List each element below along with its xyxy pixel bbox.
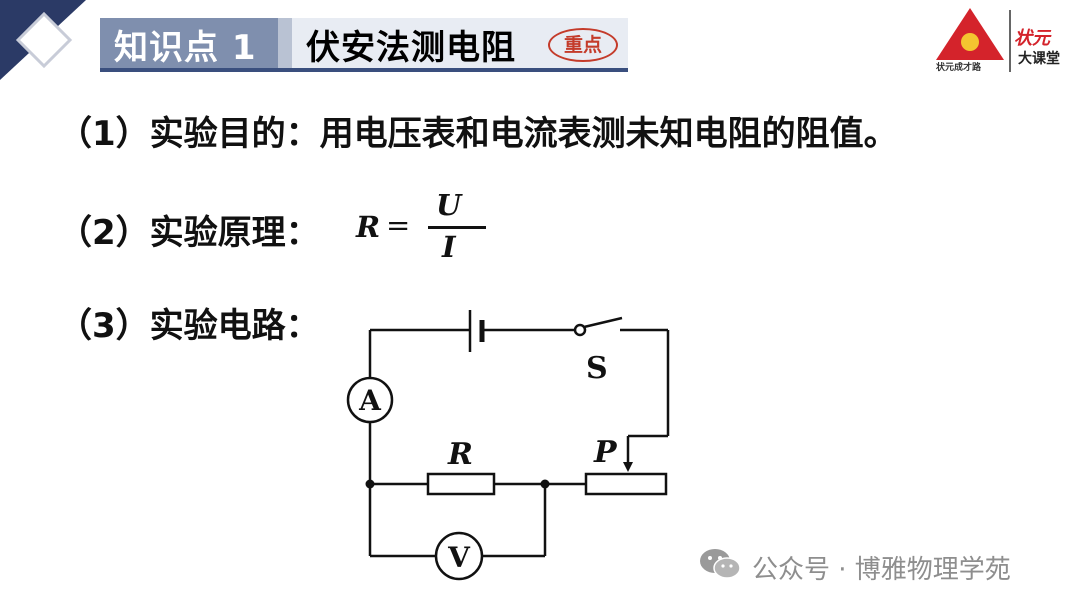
circuit-diagram: S A R P V: [346, 310, 670, 581]
junction-dot: [540, 479, 550, 489]
title-label-band: [100, 18, 278, 68]
resistor-icon: [426, 472, 496, 496]
topic-title: 伏安法测电阻: [306, 28, 516, 68]
resistor-label: R: [447, 437, 473, 472]
slider-arrow-icon: [623, 462, 633, 472]
junction-dot: [365, 479, 375, 489]
key-point-stamp: 重点: [548, 28, 618, 62]
item-purpose: （1）实验目的：用电压表和电流表测未知电阻的阻值。: [58, 114, 898, 154]
formula-lhs: R: [356, 210, 381, 244]
circuit-wires: [368, 328, 670, 558]
diamond-icon: [15, 11, 73, 69]
voltmeter-icon: [434, 531, 484, 581]
switch-icon: [573, 316, 623, 337]
item-circuit: （3）实验电路：: [58, 306, 320, 346]
wechat-icon: [700, 549, 741, 579]
ammeter-icon: [346, 376, 394, 424]
watermark: 公众号 · 博雅物理学苑: [698, 545, 1058, 585]
item-principle: （2）实验原理：: [58, 213, 320, 253]
ohm-formula: R = U I: [356, 188, 496, 264]
switch-label: S: [586, 351, 608, 386]
corner-decoration: [0, 0, 86, 80]
watermark-text: 公众号 · 博雅物理学苑: [752, 555, 1011, 585]
ammeter-label: A: [358, 384, 382, 417]
title-strip: [278, 18, 292, 68]
logo-brand-top: 状元: [1014, 28, 1050, 49]
logo-brand-bottom: 大课堂: [1018, 51, 1060, 67]
formula-equals: =: [386, 208, 411, 242]
formula-denominator: I: [442, 230, 456, 264]
rheostat-icon: [584, 472, 668, 496]
publisher-logo: [936, 8, 1011, 72]
title-bar: 知识点 1 伏安法测电阻 重点: [100, 18, 628, 72]
voltmeter-label: V: [447, 541, 471, 574]
knowledge-point-label: 知识点 1: [114, 28, 257, 68]
rheostat-slider-label: P: [593, 435, 618, 470]
fraction-bar: [428, 226, 486, 229]
title-underline: [100, 68, 628, 72]
formula-numerator: U: [436, 188, 462, 222]
battery-icon: [468, 310, 485, 352]
logo-caption: 状元成才路: [936, 63, 982, 73]
